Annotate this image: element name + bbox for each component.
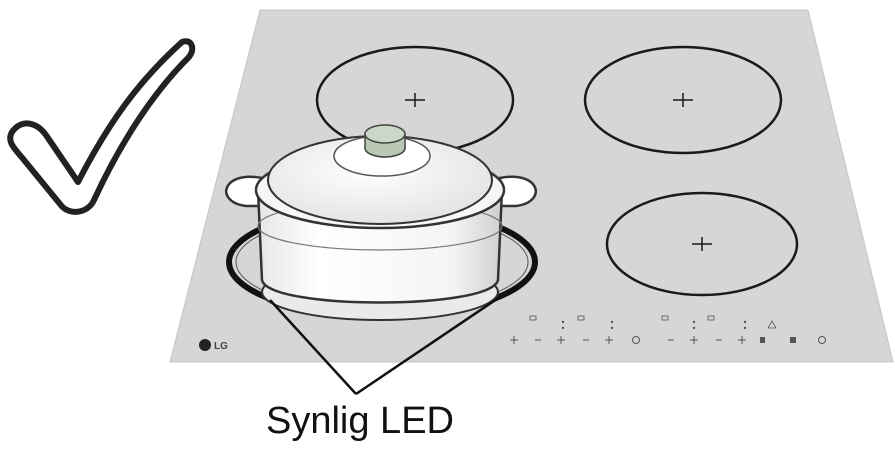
pot-icon xyxy=(225,124,537,321)
callout-lines xyxy=(269,276,529,396)
caption-label: Synlig LED xyxy=(266,400,454,442)
svg-text:LG: LG xyxy=(214,341,228,352)
brand-logo: LG xyxy=(199,339,228,352)
control-panel xyxy=(510,315,826,344)
check-mark-icon xyxy=(7,38,196,215)
cooking-zone-front-right xyxy=(605,191,799,297)
cooking-zone-back-right xyxy=(583,45,783,155)
